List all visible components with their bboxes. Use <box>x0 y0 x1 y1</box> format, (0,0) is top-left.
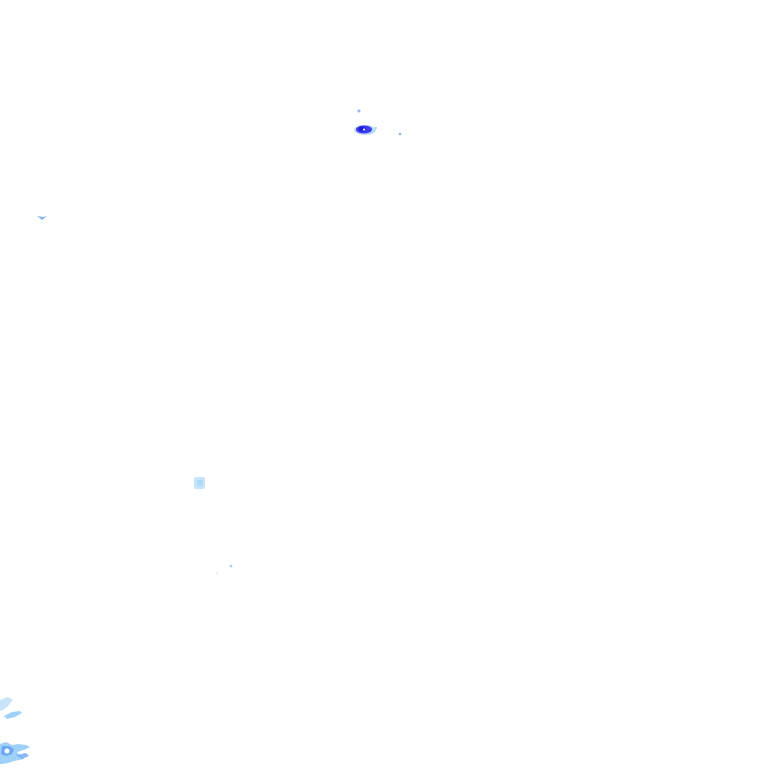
echo-fragment <box>0 697 13 711</box>
radar-echo-bottom-left <box>0 697 30 764</box>
radar-echo-speck-middle <box>216 564 233 574</box>
radar-echo-middle-left <box>194 477 205 489</box>
echo-fragment <box>37 216 47 220</box>
radar-echo-left <box>37 216 47 220</box>
echo-speck <box>216 572 218 574</box>
echo-speck <box>357 109 361 113</box>
echo-blob-inner <box>197 480 203 486</box>
echo-speck <box>229 564 233 568</box>
echo-center-dot <box>4 748 10 754</box>
echo-center-dot <box>363 128 365 131</box>
echo-speck <box>398 132 402 136</box>
radar-echo-top-center <box>354 109 402 136</box>
echo-fragment <box>4 711 22 719</box>
echo-fragment <box>16 753 29 759</box>
echo-speck <box>374 126 378 130</box>
